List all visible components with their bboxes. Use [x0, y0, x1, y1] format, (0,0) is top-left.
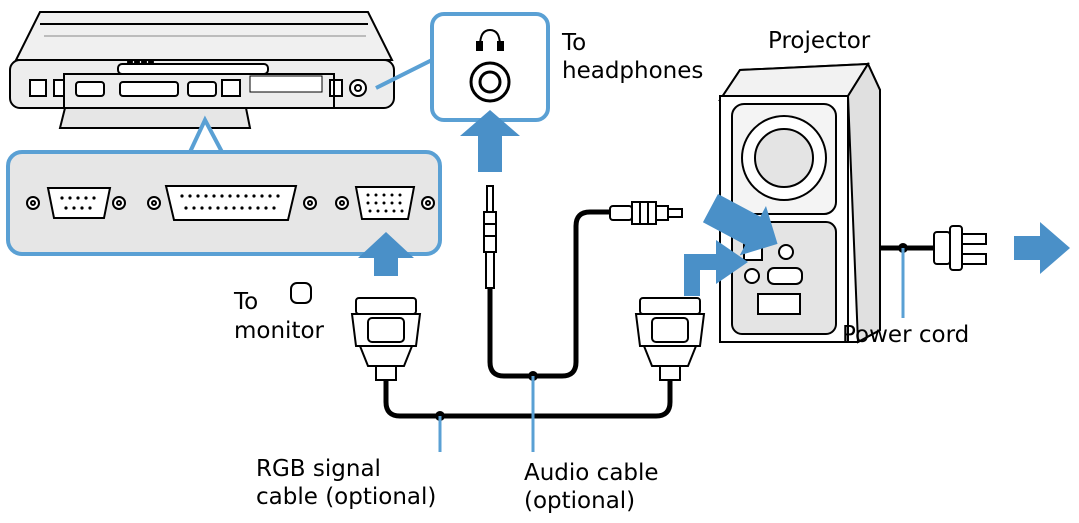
audio-cable-label-line1: Audio cable: [524, 460, 659, 486]
projector-label: Projector: [768, 28, 871, 54]
rgb-cable-label-line1: RGB signal: [256, 456, 381, 482]
rgb-cable-label-line2: cable (optional): [256, 484, 437, 510]
headphones-icon: [476, 28, 504, 51]
arrow-to-monitor-port: [358, 232, 414, 276]
monitor-label-line2: monitor: [234, 318, 324, 344]
arrow-to-projector-rgb: [684, 240, 748, 296]
audio-cable: [487, 209, 612, 379]
monitor-icon: [290, 282, 312, 304]
audio-plug-projector: [609, 201, 683, 225]
rgb-connector-projector: [634, 297, 706, 381]
blue-arrow-icon: [358, 110, 1070, 296]
projector: [718, 61, 881, 344]
audio-cable-label-line2: (optional): [524, 488, 636, 514]
arrow-to-projector-audio: [702, 194, 778, 256]
rgb-signal-cable: [383, 380, 673, 419]
rgb-connector-laptop: [350, 297, 422, 381]
headphone-jack-callout: [430, 12, 550, 122]
power-cord-label: Power cord: [842, 322, 970, 348]
laptop: [9, 11, 395, 129]
audio-plug-laptop: [483, 185, 497, 289]
port-callout-pointer: [188, 115, 224, 153]
headphones-label-line2: headphones: [562, 58, 704, 84]
monitor-label-line1: To: [234, 289, 259, 315]
headphones-label-line1: To: [562, 30, 587, 56]
arrow-to-headphone-jack: [460, 110, 520, 172]
port-panel: [6, 150, 442, 256]
power-plug: [933, 225, 987, 271]
arrow-to-power-outlet: [1014, 222, 1070, 274]
